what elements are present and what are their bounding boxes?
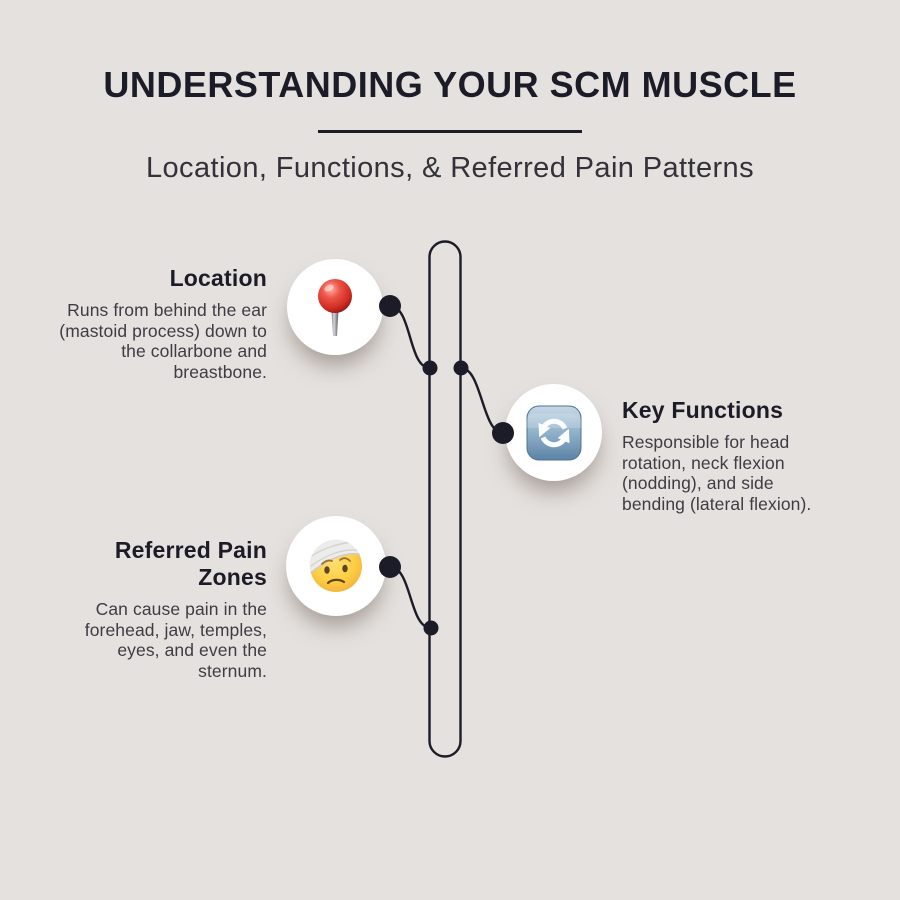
icon-circle-referred-pain: [286, 516, 386, 616]
body-line: the collarbone and: [121, 341, 267, 361]
icon-circle-key-functions: [505, 384, 602, 481]
body-line: Responsible for head: [622, 432, 790, 452]
spine-dot-location: [422, 360, 438, 376]
round-pushpin-icon: [318, 279, 352, 336]
node-key-functions: Key Functions Responsible for head rotat…: [622, 397, 847, 514]
counterclockwise-arrows-icon: [526, 405, 581, 460]
spine-dot-referred-pain: [423, 620, 439, 636]
body-line: forehead, jaw, temples,: [84, 619, 267, 640]
body-line: sternum.: [198, 660, 267, 681]
timeline-spine: [428, 240, 462, 758]
connector-location: [389, 304, 431, 370]
node-referred-pain: Referred Pain Zones Can cause pain in th…: [57, 537, 267, 681]
body-line: (mastoid process) down to: [59, 320, 267, 341]
body-line: Can cause pain in the: [95, 599, 267, 619]
spine-dot-key-functions: [453, 360, 469, 376]
connector-referred-pain: [389, 565, 432, 630]
body-line: eyes, and even the: [117, 640, 267, 660]
body-line: breastbone.: [173, 361, 267, 382]
connector-key-functions: [460, 366, 504, 435]
node-location-heading: Location: [169, 265, 267, 291]
page-title: UNDERSTANDING YOUR SCM MUSCLE: [103, 64, 797, 105]
body-line: Runs from behind the ear: [67, 300, 267, 320]
body-line: (nodding), and side: [622, 473, 774, 493]
node-location: Location Runs from behind the ear (masto…: [45, 265, 267, 382]
body-line: rotation, neck flexion: [622, 452, 785, 473]
page-subtitle: Location, Functions, & Referred Pain Pat…: [146, 152, 754, 184]
node-referred-pain-heading: Referred Pain Zones: [114, 537, 267, 590]
face-with-head-bandage-icon: [309, 539, 363, 592]
icon-circle-location: [287, 259, 383, 355]
title-divider: [318, 130, 582, 133]
body-line: bending (lateral flexion).: [622, 493, 812, 514]
node-key-functions-heading: Key Functions: [622, 397, 784, 423]
